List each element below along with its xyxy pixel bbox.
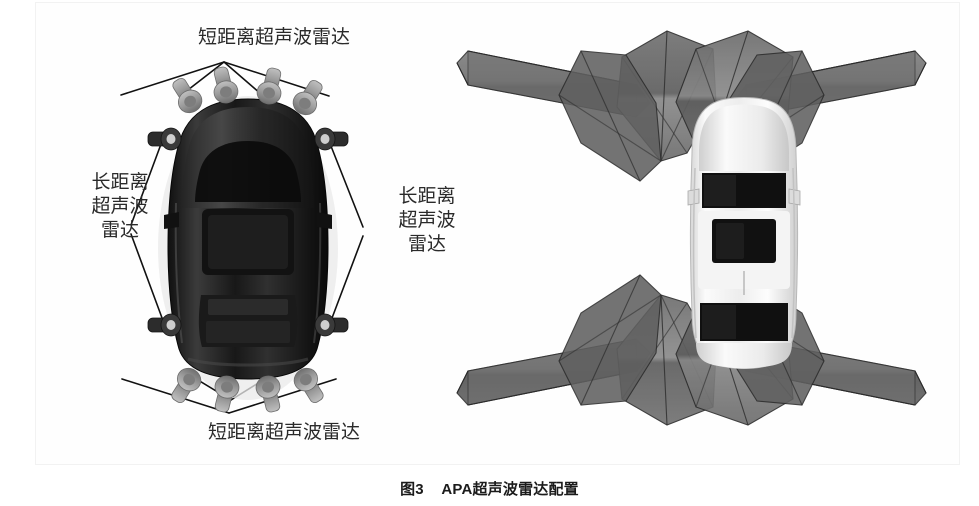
left-diagram-group <box>120 61 364 414</box>
rear-short-range-sensors <box>171 367 324 413</box>
mirror-left <box>164 212 179 229</box>
sensor-side-rear-left <box>147 313 182 337</box>
label-short-range-front: 短距离超声波雷达 <box>197 27 350 48</box>
sensor-side-rear-right <box>314 313 349 337</box>
sensor-rear-4 <box>293 367 324 404</box>
label-long-range-right: 长距离 超声波 雷达 <box>398 186 456 255</box>
figure-image-panel: 短距离超声波雷达 短距离超声波雷达 长距离 超声波 雷达 长距离 超声波 雷达 <box>35 2 960 465</box>
leader-lines-left <box>130 135 166 327</box>
sensor-rear-3 <box>255 375 281 413</box>
sensor-front-1 <box>172 77 203 114</box>
dark-car-body <box>164 98 332 380</box>
beam-short-front-3 <box>558 50 662 182</box>
sensor-front-2 <box>213 66 239 104</box>
sensor-front-4 <box>292 79 323 116</box>
figure-illustration <box>120 30 927 426</box>
sensor-rear-2 <box>214 375 240 413</box>
sensor-rear-1 <box>171 367 202 404</box>
front-short-range-sensors <box>172 66 323 116</box>
right-diagram-group <box>456 30 927 426</box>
sensor-side-front-left <box>147 127 182 151</box>
sensor-side-front-right <box>314 127 349 151</box>
white-car-body <box>687 97 801 369</box>
label-short-range-rear: 短距离超声波雷达 <box>207 422 360 443</box>
figure-caption: 图3 APA超声波雷达配置 <box>400 481 579 498</box>
mirror-right <box>317 212 332 229</box>
beam-short-rear-3 <box>558 274 662 406</box>
leader-lines-right <box>326 135 364 327</box>
side-long-range-sensors <box>147 127 349 337</box>
label-long-range-left: 长距离 超声波 雷达 <box>91 172 149 241</box>
sensor-front-3 <box>256 67 282 105</box>
